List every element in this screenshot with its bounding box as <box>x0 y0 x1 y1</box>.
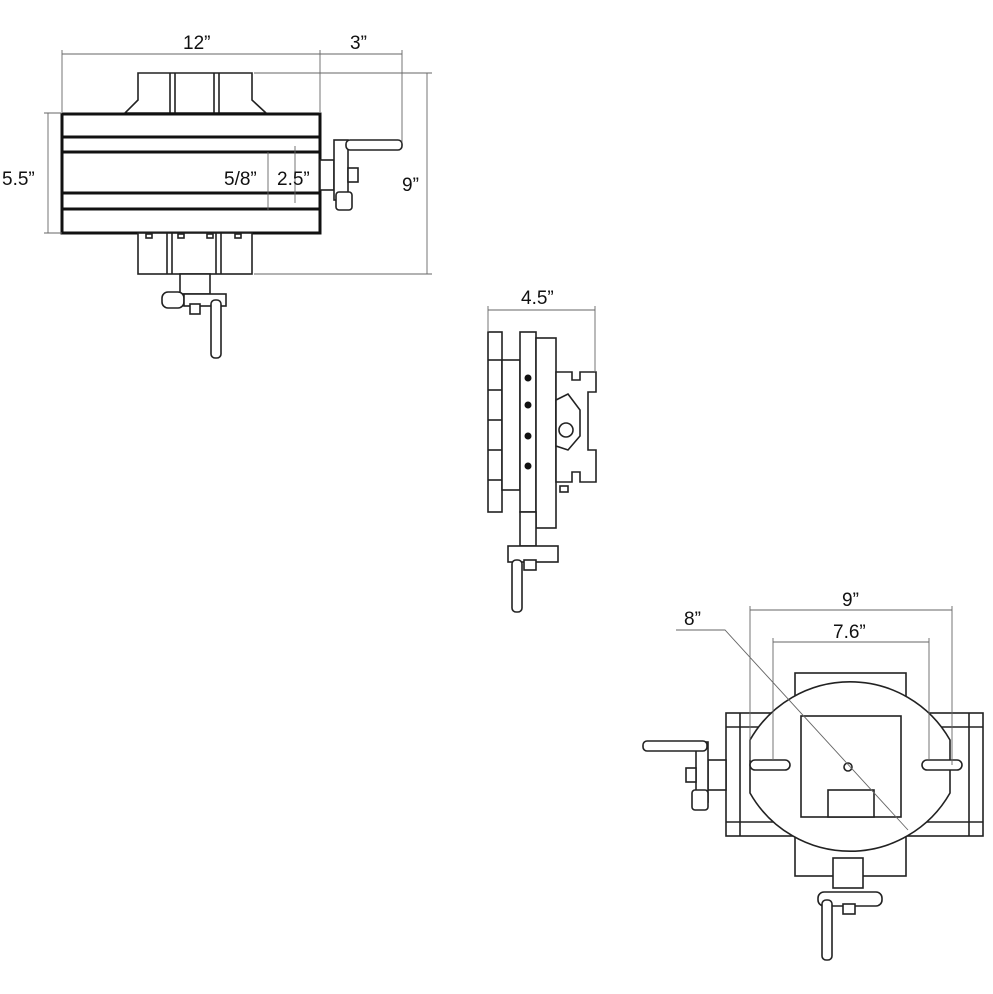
rotary-view-left-handle[interactable] <box>642 740 727 811</box>
dimension-label-8in: 8” <box>684 609 701 630</box>
dimension-label-7-6in: 7.6” <box>833 622 866 643</box>
top-view-right-handle[interactable] <box>319 139 403 211</box>
rotary-view-dimensions <box>676 606 953 831</box>
dimension-label-9in-rotary: 9” <box>842 590 859 611</box>
side-view-body <box>487 331 597 529</box>
dimension-label-4-5in: 4.5” <box>521 288 554 309</box>
top-view-dimensions <box>44 50 432 275</box>
dimension-label-9in: 9” <box>402 175 419 196</box>
dimension-label-2-5in: 2.5” <box>277 169 310 190</box>
dimension-label-12in: 12” <box>183 33 210 54</box>
side-view-dimensions <box>487 306 596 372</box>
top-view-rear-base <box>123 72 269 114</box>
top-view-front-handle[interactable] <box>161 273 227 359</box>
side-view-handle[interactable] <box>507 511 559 613</box>
top-view: 12” 3” 5.5” 9” 5/8” 2.5” <box>2 33 432 359</box>
rotary-view: 8” 9” 7.6” <box>642 590 984 961</box>
dimension-label-5-5in: 5.5” <box>2 169 35 190</box>
rotary-view-bottom-handle[interactable] <box>817 857 883 961</box>
side-view: 4.5” <box>487 288 597 613</box>
dimension-label-3in: 3” <box>350 33 367 54</box>
dimension-label-5-8in: 5/8” <box>224 169 257 190</box>
top-view-front-base <box>137 232 253 275</box>
top-view-table <box>60 112 322 235</box>
